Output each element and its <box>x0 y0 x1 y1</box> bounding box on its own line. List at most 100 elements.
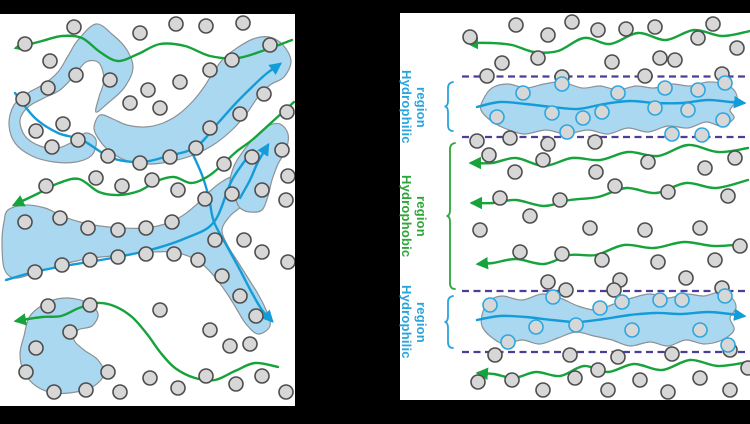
hydrophilic-particle-circle <box>575 110 591 126</box>
particle-circle <box>17 214 33 230</box>
particle-circle <box>100 148 116 164</box>
particle-circle <box>660 384 676 400</box>
particle-circle <box>27 264 43 280</box>
particle-circle <box>254 182 270 198</box>
particle-circle <box>481 147 497 163</box>
particle-circle <box>492 190 508 206</box>
particle-circle <box>558 282 574 298</box>
particle-circle <box>254 368 270 384</box>
particle-circle <box>278 384 294 400</box>
hydrophilic-particle-circle <box>717 75 733 91</box>
particle-circle <box>88 170 104 186</box>
particle-circle <box>530 50 546 66</box>
hydrophilic-particle-circle <box>652 292 668 308</box>
particle-circle <box>222 338 238 354</box>
water-transport-arrow <box>188 146 274 323</box>
particle-circle <box>244 149 260 165</box>
particle-circle <box>242 336 258 352</box>
particle-circle <box>224 186 240 202</box>
particle-circle <box>235 15 251 31</box>
particle-circle <box>138 220 154 236</box>
particle-circle <box>132 25 148 41</box>
particle-circle <box>562 347 578 363</box>
particle-circle <box>647 19 663 35</box>
particle-circle <box>732 238 748 254</box>
polymer-chain-arrow <box>468 143 750 170</box>
particle-circle <box>256 86 272 102</box>
particle-circle <box>600 382 616 398</box>
particle-circle <box>567 370 583 386</box>
particle-circle <box>166 246 182 262</box>
particle-circle <box>18 364 34 380</box>
particle-circle <box>202 322 218 338</box>
particle-circle <box>582 220 598 236</box>
particle-circle <box>590 22 606 38</box>
hydrophilic-particle-circle <box>554 76 570 92</box>
particle-circle <box>162 149 178 165</box>
particle-circle <box>82 252 98 268</box>
hydrophilic-particle-circle <box>624 322 640 338</box>
particle-circle <box>472 222 488 238</box>
particle-circle <box>198 18 214 34</box>
particle-circle <box>198 368 214 384</box>
particle-circle <box>78 382 94 398</box>
particle-circle <box>535 382 551 398</box>
particle-circle <box>142 370 158 386</box>
particle-circle <box>554 246 570 262</box>
water-transport-arrow <box>475 308 747 324</box>
particle-circle <box>248 308 264 324</box>
particle-circle <box>607 178 623 194</box>
hydrophilic-particle-circle <box>500 334 516 350</box>
particle-circle <box>640 154 656 170</box>
particle-circle <box>692 220 708 236</box>
hydrophilic-particle-circle <box>717 288 733 304</box>
particle-circle <box>690 30 706 46</box>
polymer-chain-arrow <box>475 240 747 270</box>
particle-circle <box>110 249 126 265</box>
particle-circle <box>254 244 270 260</box>
particle-circle <box>522 208 538 224</box>
particle-circle <box>70 132 86 148</box>
particle-circle <box>587 134 603 150</box>
hydrophilic-particle-circle <box>592 300 608 316</box>
polymer-chain-arrow <box>465 28 750 54</box>
particle-circle <box>667 52 683 68</box>
particle-circle <box>618 21 634 37</box>
hydrophilic-particle-circle <box>610 85 626 101</box>
hydrophilic-particle-circle <box>715 112 731 128</box>
particle-circle <box>502 130 518 146</box>
particle-circle <box>40 80 56 96</box>
hydrophilic-particle-circle <box>544 105 560 121</box>
hydrophilic-particle-circle <box>545 289 561 305</box>
particle-circle <box>535 152 551 168</box>
hydrophilic-region-brace <box>444 295 454 349</box>
particle-circle <box>214 268 230 284</box>
hydrophilic-region-brace <box>444 81 454 132</box>
particle-circle <box>112 384 128 400</box>
particle-circle <box>42 53 58 69</box>
particle-circle <box>632 372 648 388</box>
hydrophilic-lamella-band <box>479 81 738 135</box>
particle-circle <box>540 274 556 290</box>
hydrophilic-particle-circle <box>674 292 690 308</box>
particle-circle <box>494 55 510 71</box>
particle-circle <box>122 95 138 111</box>
polymer-chain-arrow <box>11 100 295 207</box>
particle-circle <box>55 116 71 132</box>
particle-circle <box>38 178 54 194</box>
particle-circle <box>110 222 126 238</box>
polymer-chain-arrow <box>469 178 750 210</box>
particle-circle <box>280 168 295 184</box>
particle-circle <box>540 27 556 43</box>
particle-circle <box>44 139 60 155</box>
particle-circle <box>279 104 295 120</box>
particle-circle <box>487 347 503 363</box>
hydrophilic-particle-circle <box>568 317 584 333</box>
particle-circle <box>62 324 78 340</box>
particle-circle <box>678 270 694 286</box>
particle-circle <box>508 17 524 33</box>
particle-circle <box>40 298 56 314</box>
particle-circle <box>652 50 668 66</box>
particle-circle <box>707 252 723 268</box>
